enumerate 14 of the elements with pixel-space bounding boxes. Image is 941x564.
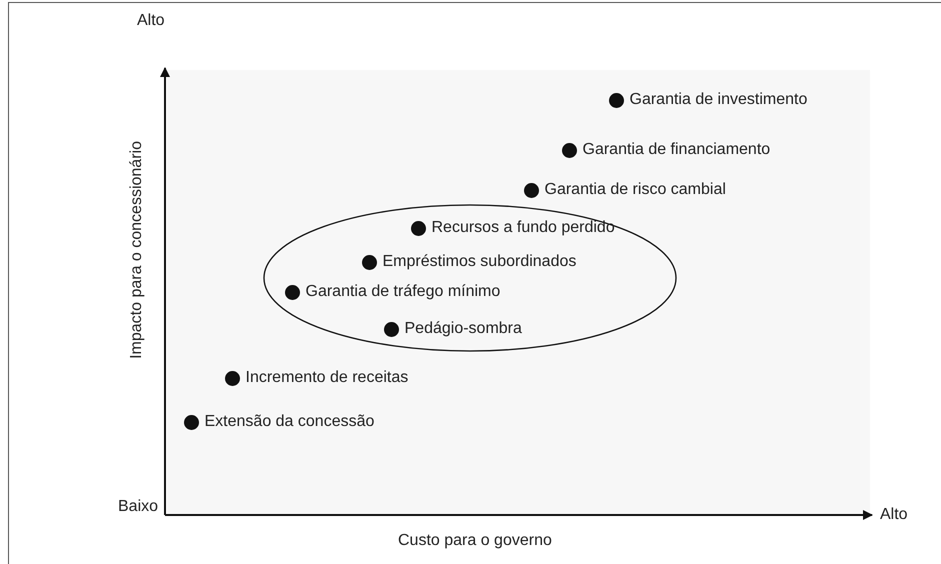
point-label: Empréstimos subordinados	[382, 253, 576, 271]
point-label: Extensão da concessão	[204, 413, 374, 431]
point-label: Recursos a fundo perdido	[432, 219, 615, 237]
point-label: Garantia de tráfego mínimo	[306, 283, 500, 301]
axis-end-label: Alto	[880, 506, 908, 524]
axis-end-label: Baixo	[118, 498, 158, 516]
point-label: Pedágio-sombra	[404, 320, 522, 338]
axis-title: Impacto para o concessionário	[128, 141, 146, 359]
point-label: Garantia de risco cambial	[544, 181, 726, 199]
axis-title: Custo para o governo	[398, 532, 552, 550]
point-label: Incremento de receitas	[246, 369, 408, 387]
point-label: Garantia de investimento	[630, 91, 808, 109]
axis-end-label: Alto	[137, 12, 165, 30]
point-label: Garantia de financiamento	[582, 141, 770, 159]
